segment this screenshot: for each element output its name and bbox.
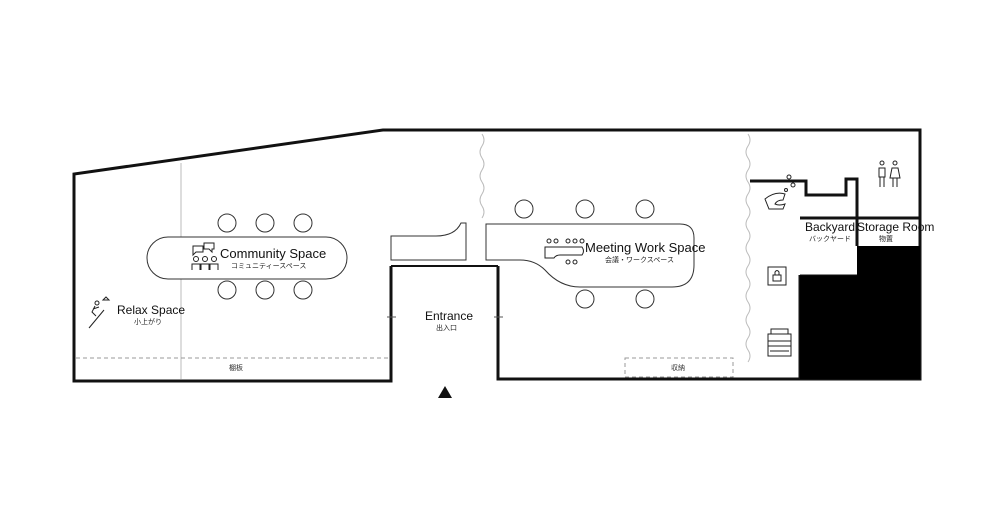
backyard-wall-top (750, 177, 859, 218)
chair (635, 199, 655, 219)
person-climbing-stairs-icon (88, 296, 111, 329)
community-table (146, 236, 348, 280)
chair (293, 280, 313, 300)
meeting-space-title: Meeting Work Space (585, 240, 706, 255)
storage-block (800, 246, 920, 379)
restroom-icon (878, 160, 901, 187)
group-chat-icon (191, 242, 219, 270)
entrance-title: Entrance (425, 309, 474, 323)
meeting-chairs (514, 199, 655, 309)
relax-space-title: Relax Space (117, 303, 186, 317)
partition-wave-right (745, 133, 751, 363)
backyard-subtitle: バックヤード (809, 236, 851, 243)
storage-room-subtitle: 物置 (879, 236, 893, 243)
wall-right-bottom (496, 377, 800, 381)
locker-icon (767, 266, 787, 286)
chair (635, 289, 655, 309)
backyard-title: Backyard (805, 220, 856, 234)
chair (255, 213, 275, 233)
copier-icon (767, 328, 792, 357)
hand-wash-icon (764, 174, 796, 210)
partition-wave-center (479, 133, 485, 219)
entrance-subtitle: 出入口 (436, 325, 457, 332)
counter-left (390, 222, 467, 261)
community-furniture (146, 213, 348, 300)
chair (575, 199, 595, 219)
entrance-arrow-icon (438, 386, 452, 398)
dashed-fixtures (76, 357, 734, 378)
storage-room-title: Storage Room (857, 220, 935, 234)
shelf-board-label: 棚板 (229, 365, 243, 372)
entrance-counters (390, 222, 695, 288)
meeting-table-icon (544, 238, 585, 265)
storage-fixture-label: 収納 (671, 365, 685, 372)
chair (575, 289, 595, 309)
chair (514, 199, 534, 219)
chair (293, 213, 313, 233)
relax-space-subtitle: 小上がり (134, 319, 162, 326)
chair (217, 213, 237, 233)
counter-right (485, 223, 695, 288)
meeting-space-subtitle: 会議・ワークスペース (605, 257, 674, 264)
chair (255, 280, 275, 300)
community-space-title: Community Space (220, 246, 327, 261)
chair (217, 280, 237, 300)
community-space-subtitle: コミュニティースペース (231, 263, 307, 270)
